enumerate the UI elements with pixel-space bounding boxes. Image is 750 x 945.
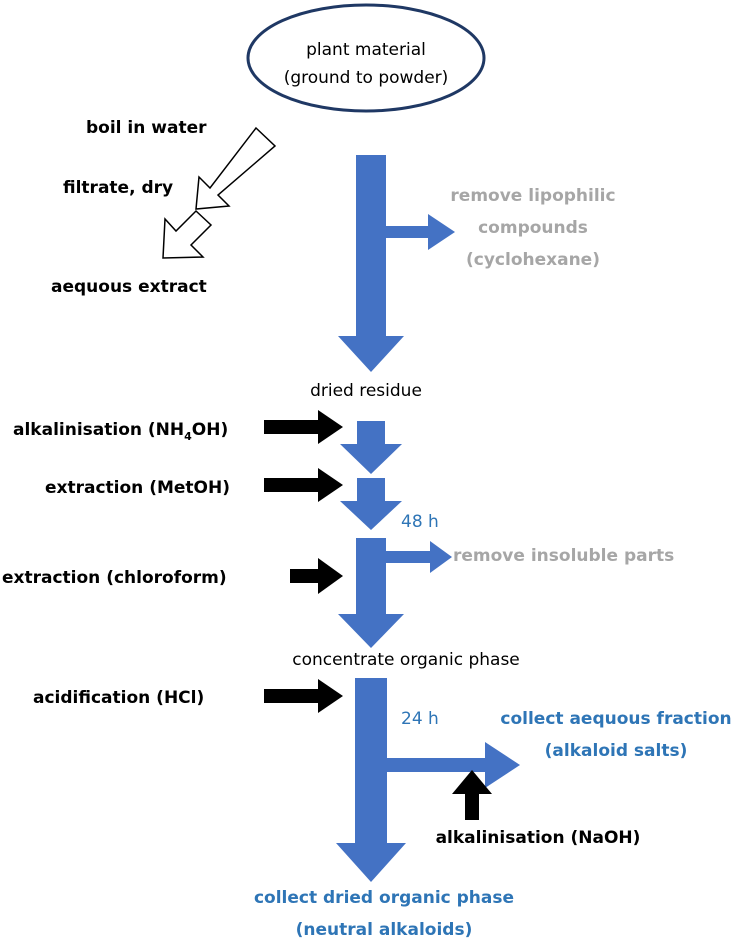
- collect-aqueous-line1: collect aequous fraction: [500, 709, 731, 729]
- lipophilic-branch-shaft: [386, 226, 428, 238]
- metoh-black-arrow-shaft: [264, 478, 320, 492]
- hcl-black-arrow-shaft: [264, 689, 320, 703]
- aqueous-branch-arrowhead: [485, 742, 520, 788]
- remove-insoluble-label: remove insoluble parts: [453, 546, 674, 566]
- flow-arrowhead-5: [336, 843, 406, 882]
- flow-arrowhead-3: [340, 501, 402, 530]
- remove-lipophilic-line1: remove lipophilic: [450, 186, 615, 206]
- insoluble-branch-arrowhead: [430, 541, 452, 573]
- flow-arrowhead-4: [338, 614, 404, 648]
- remove-lipophilic-line3: (cyclohexane): [466, 250, 600, 270]
- concentrate-organic-label: concentrate organic phase: [292, 650, 520, 670]
- flow-shaft-2: [357, 421, 385, 444]
- metoh-black-arrow-head: [318, 468, 343, 502]
- filtrate-dry-label: filtrate, dry: [63, 178, 173, 198]
- flow-shaft-5: [355, 678, 387, 845]
- aqueous-extract-label: aequous extract: [51, 277, 207, 297]
- boil-in-water-label: boil in water: [86, 118, 207, 138]
- flow-arrowhead-1: [338, 336, 404, 372]
- collect-aqueous-line2: (alkaloid salts): [545, 741, 688, 761]
- time-24h-label: 24 h: [401, 709, 439, 729]
- collect-organic-line2: (neutral alkaloids): [296, 920, 473, 940]
- start-node-line1: plant material: [306, 40, 426, 60]
- hcl-black-arrow-head: [318, 679, 343, 713]
- start-node-ellipse: [246, 3, 486, 113]
- flow-shaft-4: [356, 538, 386, 615]
- alkalinisation-naoh-label: alkalinisation (NaOH): [436, 828, 641, 848]
- time-48h-label: 48 h: [401, 512, 439, 532]
- acidification-label: acidification (HCl): [33, 688, 204, 708]
- naoh-black-arrow-head: [452, 770, 492, 794]
- chloroform-black-arrow-shaft: [290, 569, 320, 583]
- naoh-black-arrow-shaft: [465, 792, 479, 820]
- lipophilic-branch-arrowhead: [428, 214, 455, 250]
- nh4oh-black-arrow-head: [318, 410, 343, 444]
- start-node-line2: (ground to powder): [284, 68, 449, 88]
- flow-arrowhead-2: [340, 444, 402, 474]
- aqueous-branch-shaft: [387, 758, 487, 772]
- extraction-chloroform-label: extraction (chloroform): [2, 568, 227, 588]
- flow-shaft-3: [357, 478, 385, 501]
- flow-shaft-1: [356, 155, 386, 338]
- dried-residue-label: dried residue: [310, 381, 422, 401]
- filtrate-hollow-arrow: [162, 209, 213, 259]
- alkalinisation-nh4oh-label: alkalinisation (NH4OH): [13, 420, 228, 443]
- nh4oh-black-arrow-shaft: [264, 420, 320, 434]
- extraction-metoh-label: extraction (MetOH): [45, 478, 230, 498]
- insoluble-branch-shaft: [386, 551, 430, 563]
- chloroform-black-arrow-head: [318, 558, 343, 594]
- boil-hollow-arrow: [195, 126, 277, 210]
- remove-lipophilic-line2: compounds: [478, 218, 588, 238]
- collect-organic-line1: collect dried organic phase: [254, 888, 514, 908]
